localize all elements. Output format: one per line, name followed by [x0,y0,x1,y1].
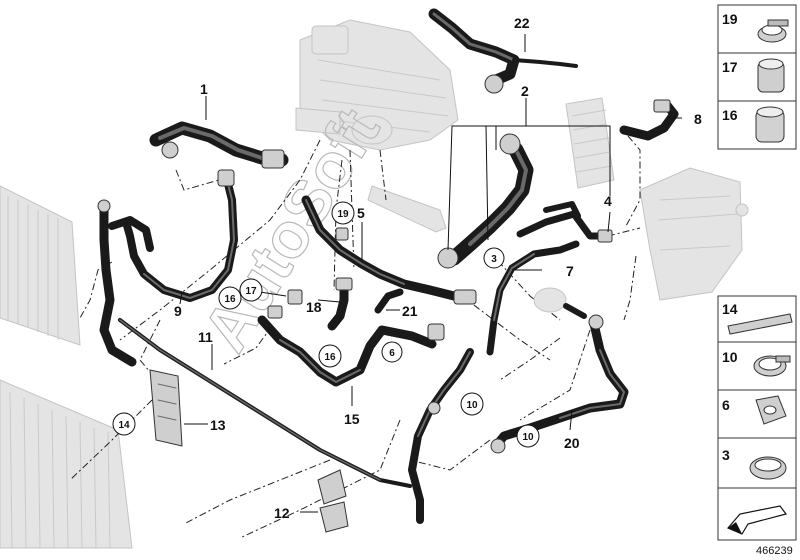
connector-17-icon [757,58,785,93]
callout-1: 1 [200,81,208,97]
callout-9: 9 [174,303,182,319]
hoses [97,8,679,533]
svg-text:6: 6 [389,348,395,359]
callout-labels: 1 2 4 5 7 8 9 11 12 13 15 18 20 21 22 [174,15,702,521]
panel-label-17: 17 [722,59,738,75]
image-number: 466239 [756,545,793,557]
circled-callout-19: 19 [331,201,355,225]
callout-22: 22 [514,15,530,31]
circled-callout-10a: 10 [460,392,484,416]
egr-cooler-ghost [295,19,459,151]
radiator-ghost [0,185,133,549]
circled-callout-16a: 16 [218,286,242,310]
svg-text:3: 3 [491,254,497,265]
svg-text:14: 14 [118,420,130,431]
clip-6-icon [755,395,787,425]
callout-18: 18 [306,299,322,315]
panel-label-14: 14 [722,301,738,317]
oil-cooler-ghost [565,97,615,189]
side-panel-bottom: 14 10 6 3 [717,295,797,541]
circled-callout-10b: 10 [516,424,540,448]
circled-callout-14: 14 [112,412,136,436]
callout-12: 12 [274,505,290,521]
connector-16-icon [755,106,785,143]
panel-label-10: 10 [722,349,738,365]
panel-label-19: 19 [722,11,738,27]
circled-callout-6: 6 [381,341,403,363]
svg-text:16: 16 [224,294,236,305]
side-panel-top: 19 17 16 [717,4,797,150]
pipe-ghost [367,185,447,233]
clamp-3-icon [749,456,787,480]
clip-19-icon [757,19,789,43]
callout-4: 4 [604,193,612,209]
expansion-tank-ghost [639,167,749,301]
circled-callout-16b: 16 [318,344,342,368]
callout-21: 21 [402,303,418,319]
svg-text:10: 10 [466,400,478,411]
panel-label-6: 6 [722,397,730,413]
callout-13: 13 [210,417,226,433]
callout-2: 2 [521,83,529,99]
callout-8: 8 [694,111,702,127]
direction-arrow-icon [727,505,788,535]
callout-15: 15 [344,411,360,427]
panel-label-3: 3 [722,447,730,463]
callout-7: 7 [566,263,574,279]
circled-callout-17: 17 [239,278,263,302]
callout-11: 11 [198,329,213,345]
clamp-10-icon [753,355,791,377]
sleeve-14-icon [727,313,793,335]
callout-5: 5 [357,205,365,221]
leader-lines [179,34,682,513]
svg-text:17: 17 [245,286,257,297]
circled-callout-3: 3 [483,247,505,269]
svg-text:16: 16 [324,352,336,363]
svg-text:10: 10 [522,432,534,443]
callout-20: 20 [564,435,580,451]
svg-text:19: 19 [337,209,349,220]
circled-callouts: 3 6 10 10 14 16 16 17 [112,201,540,448]
connection-lines [69,135,641,539]
panel-label-16: 16 [722,107,738,123]
